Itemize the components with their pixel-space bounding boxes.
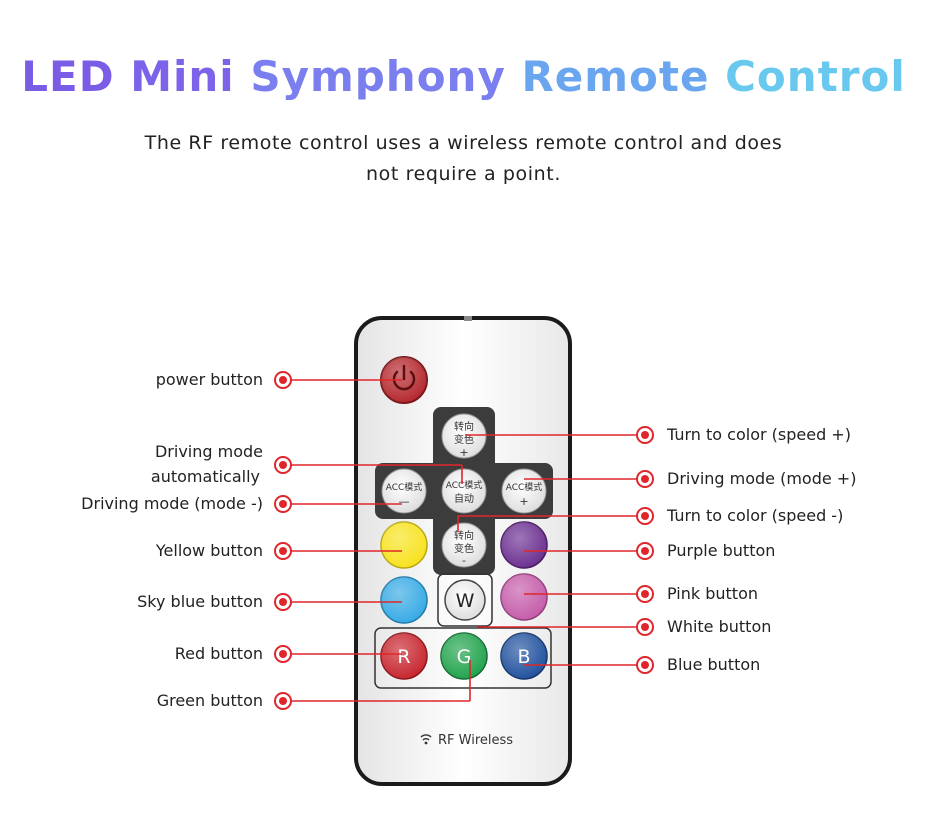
label-yellow-button: Yellow button bbox=[155, 541, 263, 560]
speed-up-line-1: 转向 bbox=[454, 420, 474, 433]
speed-down-line-2: 变色 bbox=[454, 542, 474, 555]
subtitle: The RF remote control uses a wireless re… bbox=[0, 128, 927, 190]
purple-button[interactable] bbox=[500, 521, 548, 569]
callout-dots bbox=[274, 371, 654, 710]
dot-white bbox=[636, 618, 654, 636]
dot-green bbox=[274, 692, 292, 710]
subtitle-line-2: not require a point. bbox=[366, 163, 561, 185]
pink-button[interactable] bbox=[500, 573, 548, 621]
speed-up-line-2: 变色 bbox=[454, 433, 474, 446]
label-driving-mode-minus: Driving mode (mode -) bbox=[81, 494, 263, 513]
rgb-button-frame bbox=[374, 627, 552, 689]
label-turn-color-speed-minus: Turn to color (speed -) bbox=[667, 506, 844, 525]
label-driving-auto-line-2: automatically bbox=[150, 467, 260, 486]
red-button[interactable]: R bbox=[380, 632, 428, 680]
dot-power bbox=[274, 371, 292, 389]
label-green-button: Green button bbox=[156, 691, 263, 710]
title-word-mini: Mini bbox=[130, 52, 235, 101]
speed-down-line-3: - bbox=[462, 554, 466, 567]
dot-mode-minus bbox=[274, 495, 292, 513]
blue-button[interactable]: B bbox=[500, 632, 548, 680]
power-icon bbox=[392, 370, 416, 391]
label-turn-color-speed-plus: Turn to color (speed +) bbox=[667, 425, 851, 444]
mode-auto-line-1: ACC模式 bbox=[446, 479, 483, 491]
green-button-label: G bbox=[457, 646, 472, 668]
dot-sky-blue bbox=[274, 593, 292, 611]
rf-wireless-text: RF Wireless bbox=[438, 733, 513, 748]
label-sky-blue-button: Sky blue button bbox=[137, 592, 263, 611]
mode-minus-line-1: ACC模式 bbox=[386, 481, 423, 493]
remote-top-notch bbox=[464, 316, 472, 321]
speed-down-line-1: 转向 bbox=[454, 529, 474, 542]
label-power-button: power button bbox=[155, 370, 263, 389]
label-white-button: White button bbox=[667, 617, 772, 636]
label-purple-button: Purple button bbox=[667, 541, 776, 560]
dot-pink bbox=[636, 585, 654, 603]
page-title: LED Mini Symphony Remote Control bbox=[0, 52, 927, 101]
speed-up-line-3: + bbox=[459, 446, 468, 459]
dot-auto bbox=[274, 456, 292, 474]
dot-speed-plus bbox=[636, 426, 654, 444]
white-button-frame bbox=[437, 573, 493, 627]
dot-speed-minus bbox=[636, 507, 654, 525]
dot-blue bbox=[636, 656, 654, 674]
blue-button-label: B bbox=[517, 646, 530, 668]
rf-wireless-label: RF Wireless bbox=[420, 733, 513, 748]
mode-auto-line-2: 自动 bbox=[454, 492, 474, 505]
label-red-button: Red button bbox=[174, 644, 263, 663]
wifi-icon bbox=[420, 734, 432, 741]
label-blue-button: Blue button bbox=[667, 655, 761, 674]
dot-red bbox=[274, 645, 292, 663]
mode-plus-line-2: + bbox=[519, 495, 528, 508]
white-button-label: W bbox=[456, 590, 475, 612]
label-driving-mode-plus: Driving mode (mode +) bbox=[667, 469, 857, 488]
mode-plus-line-1: ACC模式 bbox=[506, 481, 543, 493]
mode-minus-button[interactable]: ACC模式 — bbox=[381, 468, 427, 514]
mode-auto-button[interactable]: ACC模式 自动 bbox=[441, 468, 487, 514]
speed-down-button[interactable]: 转向 变色 - bbox=[441, 522, 487, 568]
red-button-label: R bbox=[397, 646, 410, 668]
sky-blue-button[interactable] bbox=[380, 576, 428, 624]
yellow-button[interactable] bbox=[380, 521, 428, 569]
mode-plus-button[interactable]: ACC模式 + bbox=[501, 468, 547, 514]
speed-up-button[interactable]: 转向 变色 + bbox=[441, 413, 487, 459]
label-pink-button: Pink button bbox=[667, 584, 759, 603]
title-word-led: LED bbox=[21, 52, 115, 101]
callout-lines bbox=[291, 379, 637, 702]
label-driving-auto-line-1: Driving mode bbox=[154, 442, 263, 461]
green-button[interactable]: G bbox=[440, 632, 488, 680]
mode-minus-line-2: — bbox=[399, 495, 410, 508]
dot-mode-plus bbox=[636, 470, 654, 488]
title-word-remote: Remote bbox=[521, 52, 710, 101]
dot-purple bbox=[636, 542, 654, 560]
title-word-control: Control bbox=[725, 52, 906, 101]
title-word-symphony: Symphony bbox=[250, 52, 506, 101]
subtitle-line-1: The RF remote control uses a wireless re… bbox=[144, 132, 783, 154]
dot-yellow bbox=[274, 542, 292, 560]
white-button[interactable]: W bbox=[444, 579, 486, 621]
